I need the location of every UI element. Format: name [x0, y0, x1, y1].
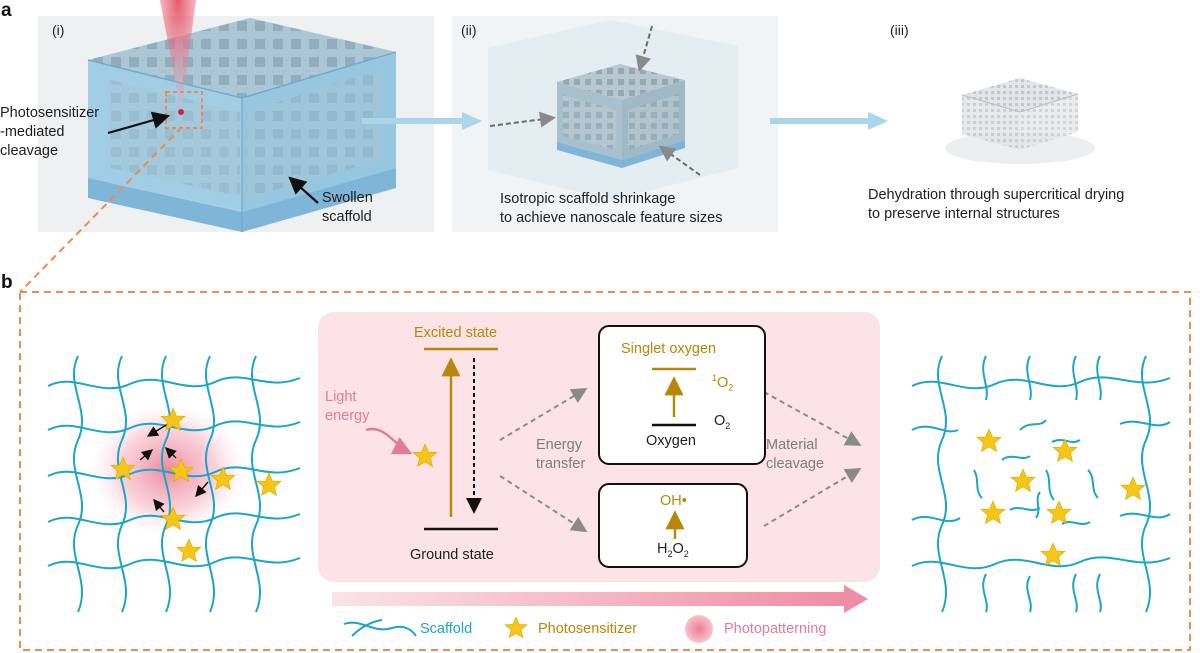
energy-transfer-label: Energy transfer [536, 436, 585, 474]
energy-transfer-up [499, 387, 588, 441]
legend-star-icon [504, 616, 528, 638]
hydroxyl-radical-label: OH• [660, 493, 687, 509]
cleavage-pointer [107, 111, 171, 135]
swollen-label-line1: Swollen [322, 190, 373, 206]
singlet-oxygen-box [598, 325, 766, 465]
oxygen-formula: O2 [714, 412, 730, 436]
photopatterning-region [90, 404, 246, 536]
h2o2-sub1: 2 [667, 548, 673, 559]
legend-scaffold-label: Scaffold [420, 621, 473, 637]
cleavage-label-line2: -mediated [0, 124, 65, 140]
radical-arrow [665, 510, 685, 539]
cleavage-label-line3: cleavage [0, 143, 59, 159]
legend-photopatterning-label: Photopatterning [724, 621, 827, 637]
step2-caption-line2: to achieve nanoscale feature sizes [500, 210, 723, 226]
light-energy-line1: Light [325, 389, 357, 405]
scaffold-network-left [47, 355, 301, 613]
shrink-arrow-top [635, 25, 653, 72]
ground-state-label: Ground state [410, 547, 494, 563]
hydrogen-peroxide-label: H2O2 [657, 540, 689, 564]
oxygen-o: O [714, 413, 726, 429]
step3-caption: Dehydration through supercritical drying… [868, 186, 1124, 224]
step1-numeral: (i) [52, 22, 65, 38]
step2-caption-line1: Isotropic scaffold shrinkage [500, 191, 676, 207]
legend-photopatterning-icon [685, 615, 713, 643]
step3-caption-line1: Dehydration through supercritical drying [868, 187, 1125, 203]
panel-b-frame [19, 291, 1191, 651]
energy-transfer-down [499, 475, 588, 533]
process-arrow-2 [770, 112, 888, 130]
dried-scaffold-cube [945, 78, 1095, 164]
legend-scaffold-icon [343, 619, 417, 637]
singlet-sub: 2 [728, 382, 734, 393]
light-energy-label: Light energy [325, 388, 369, 426]
singlet-sup: 1 [712, 373, 718, 383]
cleavage-zoom-box [165, 91, 203, 129]
swollen-scaffold-label: Swollen scaffold [322, 189, 373, 227]
step2-caption: Isotropic scaffold shrinkage to achieve … [500, 190, 722, 228]
cleavage-arrows [139, 423, 209, 513]
process-arrow-1 [362, 112, 482, 130]
singlet-oxygen-formula: 1O2 [712, 369, 733, 398]
scaffold-pointer [288, 176, 319, 204]
h2o2-o: O [672, 541, 684, 557]
light-energy-line2: energy [325, 408, 370, 424]
singlet-oxygen-levels [652, 367, 696, 427]
panel-b-letter: b [1, 272, 13, 293]
progression-arrow [332, 585, 868, 613]
h2o2-sub2: 2 [683, 548, 689, 559]
swollen-label-line2: scaffold [322, 209, 372, 225]
shrink-arrow-left [489, 111, 556, 128]
material-cleavage-line2: cleavage [766, 456, 825, 472]
light-energy-arrow [365, 427, 413, 455]
material-cleavage-line1: Material [766, 437, 818, 453]
singlet-o: O [717, 374, 729, 391]
step3-numeral: (iii) [890, 22, 909, 38]
panel-a-letter: a [1, 0, 12, 21]
step3-caption-line2: to preserve internal structures [868, 206, 1060, 222]
swollen-scaffold-cube [87, 18, 397, 232]
cleavage-label: Photosensitizer -mediated cleavage [0, 104, 99, 161]
scaffold-network-right [911, 355, 1171, 613]
photosensitizers-right [976, 428, 1146, 566]
h2o2-h: H [657, 541, 668, 557]
jablonski-diagram [365, 347, 862, 533]
focal-point [178, 109, 184, 115]
radical-box [598, 483, 748, 568]
shrunken-scaffold-cube [488, 20, 738, 200]
energy-transfer-line1: Energy [536, 437, 582, 453]
laser-beam [160, 0, 196, 112]
excited-state-label: Excited state [414, 325, 498, 341]
oxygen-label: Oxygen [646, 433, 696, 449]
oxygen-sub: 2 [725, 420, 731, 431]
material-cleavage-label: Material cleavage [766, 436, 824, 474]
legend-photosensitizer-label: Photosensitizer [538, 621, 638, 637]
cleavage-label-line1: Photosensitizer [0, 105, 100, 121]
singlet-oxygen-title: Singlet oxygen [621, 341, 717, 357]
energy-transfer-line2: transfer [536, 456, 586, 472]
zoom-connector [19, 126, 183, 293]
step2-numeral: (ii) [461, 22, 477, 38]
cleavage-arrow-down [763, 467, 862, 527]
